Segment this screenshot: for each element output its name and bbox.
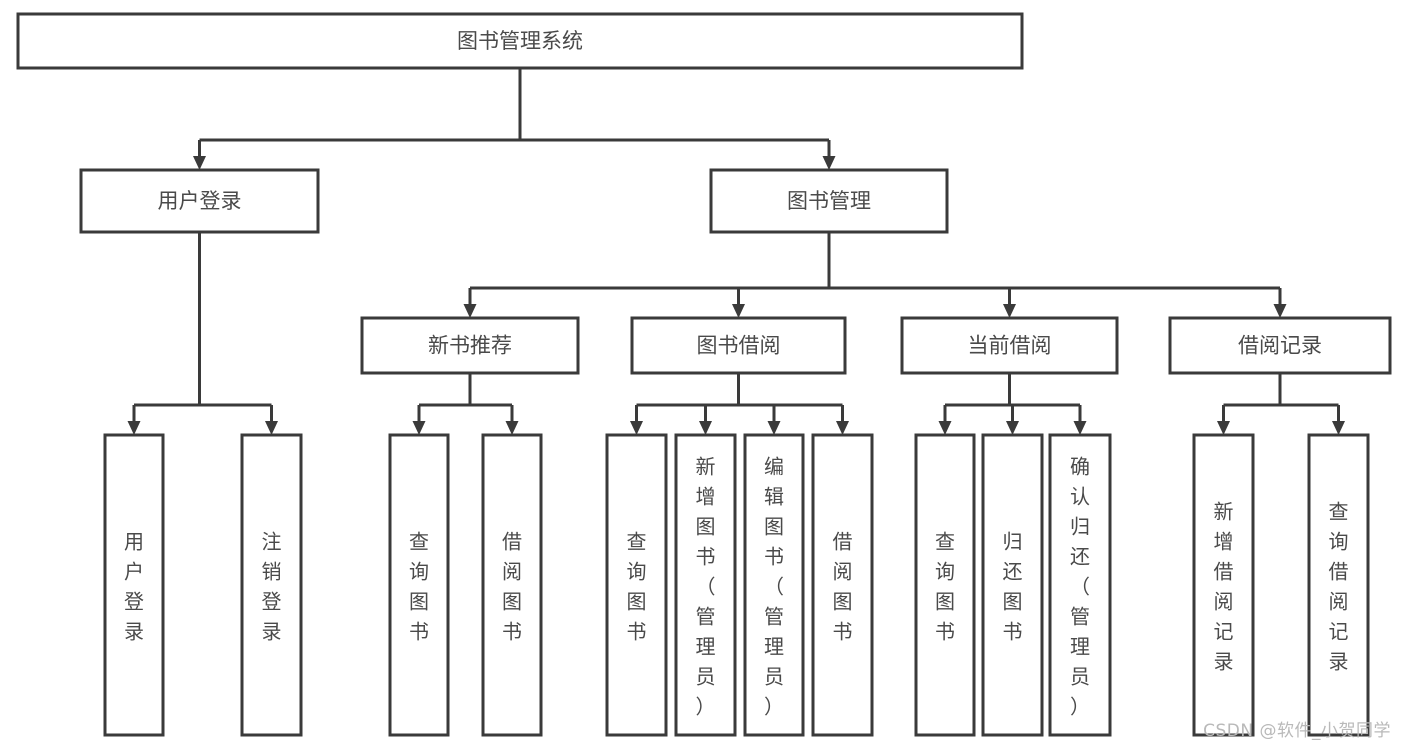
node-box-borrow-record [1168,316,1392,375]
node-label-leaf-return-book: 归还图书 [1003,529,1023,643]
arrow-head [1332,421,1345,435]
node-box-leaf-return-book [981,433,1044,737]
node-new-book-rec[interactable]: 新书推荐 [360,316,580,375]
node-box-leaf-edit-book [743,433,805,737]
node-leaf-user-login[interactable]: 用户登录 [103,433,165,737]
node-label-user-login: 用户登录 [158,189,242,213]
node-label-new-book-rec: 新书推荐 [428,334,512,358]
node-label-root: 图书管理系统 [457,29,583,53]
node-box-leaf-add-book [674,433,737,737]
node-box-leaf-query-book [605,433,668,737]
node-box-book-manage [709,168,949,234]
arrow-head [699,421,712,435]
node-box-leaf-query-book-rec [388,433,450,737]
node-box-leaf-logout [240,433,303,737]
arrow-head [1073,421,1087,435]
node-box-leaf-borrow-book-rec [481,433,543,737]
node-label-borrow-record: 借阅记录 [1238,334,1322,358]
node-box-leaf-add-record [1192,433,1255,737]
node-label-leaf-add-book: 新增图书（管理员） [696,454,716,718]
edge-group-book-borrow [630,373,849,435]
node-leaf-logout[interactable]: 注销登录 [240,433,303,737]
arrow-head [412,421,426,435]
node-label-leaf-query-book: 查询图书 [627,529,647,643]
arrow-head [127,421,141,435]
node-box-book-borrow [630,316,847,375]
node-label-book-manage: 图书管理 [787,189,871,213]
arrow-head [193,156,206,170]
arrow-head [463,304,477,318]
edge-group-current-borrow [938,373,1087,435]
edge-group-new-book-rec [412,373,519,435]
node-box-leaf-user-login [103,433,165,737]
node-label-leaf-borrow-book: 借阅图书 [833,529,853,643]
node-label-current-borrow: 当前借阅 [968,334,1052,358]
node-current-borrow[interactable]: 当前借阅 [900,316,1119,375]
node-box-user-login [79,168,320,234]
arrow-head [505,421,519,435]
node-leaf-return-book[interactable]: 归还图书 [981,433,1044,737]
node-leaf-query-book-rec[interactable]: 查询图书 [388,433,450,737]
node-label-leaf-user-login: 用户登录 [124,529,144,643]
node-user-login[interactable]: 用户登录 [79,168,320,234]
arrow-head [732,304,745,318]
node-leaf-borrow-book[interactable]: 借阅图书 [811,433,874,737]
node-box-leaf-query-book-cur [914,433,976,737]
arrow-head [1003,304,1016,318]
node-box-leaf-borrow-book [811,433,874,737]
node-box-leaf-confirm-return [1048,433,1112,737]
node-box-leaf-query-record [1307,433,1370,737]
node-label-book-borrow: 图书借阅 [697,334,781,358]
arrow-head [938,421,952,435]
edge-group-root [193,68,836,170]
node-leaf-edit-book[interactable]: 编辑图书（管理员） [743,433,805,737]
edge-group-borrow-record [1217,373,1345,435]
node-leaf-query-book-cur[interactable]: 查询图书 [914,433,976,737]
edge-group-user-login [127,232,278,435]
node-leaf-add-book[interactable]: 新增图书（管理员） [674,433,737,737]
node-leaf-borrow-book-rec[interactable]: 借阅图书 [481,433,543,737]
node-leaf-confirm-return[interactable]: 确认归还（管理员） [1048,433,1112,737]
edge-group-book-manage [463,232,1287,318]
node-label-leaf-borrow-book-rec: 借阅图书 [502,529,522,643]
node-root[interactable]: 图书管理系统 [16,12,1024,70]
arrow-head [822,156,836,170]
arrow-head [767,421,781,435]
edges-layer [127,68,1345,435]
node-label-leaf-edit-book: 编辑图书（管理员） [764,454,784,718]
arrow-head [1006,421,1019,435]
node-label-leaf-confirm-return: 确认归还（管理员） [1070,454,1090,718]
nodes-layer: 图书管理系统用户登录图书管理新书推荐图书借阅当前借阅借阅记录用户登录注销登录查询… [16,12,1392,737]
node-box-root [16,12,1024,70]
node-label-leaf-query-book-cur: 查询图书 [935,529,955,643]
node-label-leaf-logout: 注销登录 [262,529,282,643]
arrow-head [836,421,849,435]
node-label-leaf-query-book-rec: 查询图书 [409,529,429,643]
node-book-borrow[interactable]: 图书借阅 [630,316,847,375]
arrow-head [630,421,643,435]
arrow-head [1217,421,1230,435]
node-leaf-query-record[interactable]: 查询借阅记录 [1307,433,1370,737]
node-label-leaf-query-record: 查询借阅记录 [1329,499,1349,673]
arrow-head [1273,304,1287,318]
node-borrow-record[interactable]: 借阅记录 [1168,316,1392,375]
node-leaf-query-book[interactable]: 查询图书 [605,433,668,737]
arrow-head [265,421,278,435]
node-label-leaf-add-record: 新增借阅记录 [1214,499,1234,673]
node-box-current-borrow [900,316,1119,375]
node-book-manage[interactable]: 图书管理 [709,168,949,234]
node-box-new-book-rec [360,316,580,375]
node-leaf-add-record[interactable]: 新增借阅记录 [1192,433,1255,737]
